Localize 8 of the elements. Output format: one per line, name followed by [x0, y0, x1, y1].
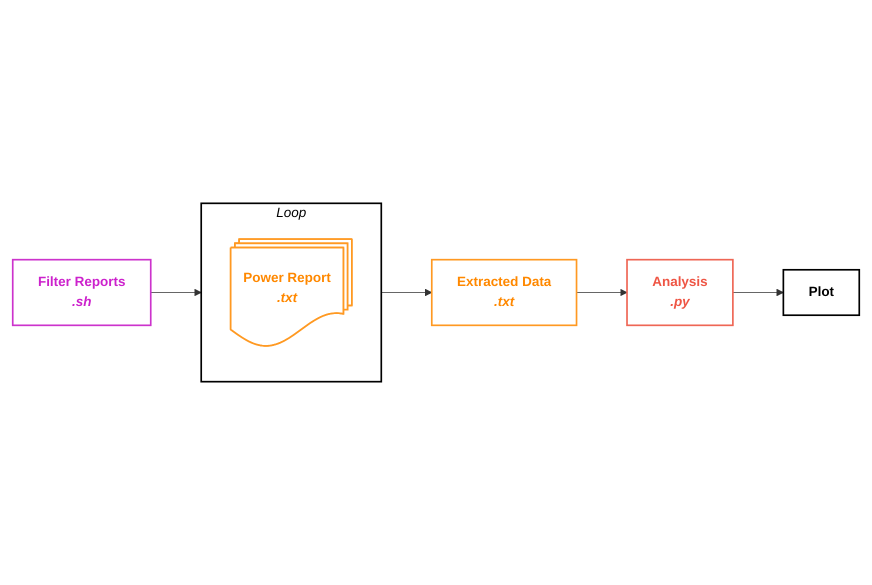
arrow — [576, 288, 628, 296]
arrow — [380, 288, 432, 296]
node-box: Plot — [782, 268, 860, 316]
node-box: Filter Reports .sh — [12, 258, 152, 326]
arrow — [732, 288, 784, 296]
node-box: Extracted Data .txt — [430, 258, 578, 326]
node-box: Analysis .py — [626, 258, 734, 326]
arrow — [150, 288, 202, 296]
